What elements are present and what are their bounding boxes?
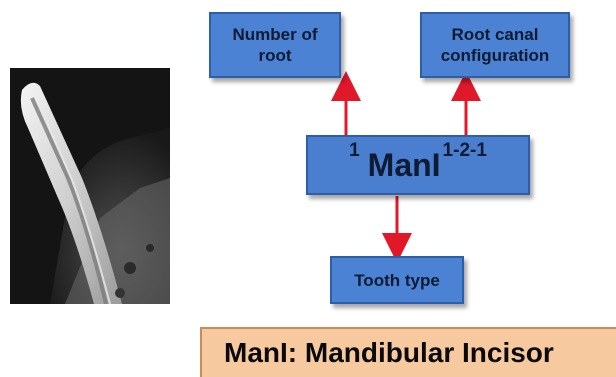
tooth-type-label: Tooth type — [354, 270, 440, 291]
tooth-code-box: 1 ManI 1-2-1 — [306, 135, 530, 195]
root-canal-configuration-label: Root canal configuration — [441, 24, 550, 66]
root-canal-configuration-box: Root canal configuration — [420, 12, 570, 78]
tooth-type-code: ManI — [368, 147, 441, 184]
root-count-superscript: 1 — [349, 140, 360, 162]
canal-configuration-superscript: 1-2-1 — [443, 140, 487, 162]
abbreviation-legend: ManI: Mandibular Incisor — [200, 327, 616, 377]
tooth-type-box: Tooth type — [330, 256, 464, 304]
legend-text: ManI: Mandibular Incisor — [224, 337, 554, 369]
number-of-root-label: Number of root — [233, 24, 318, 66]
number-of-root-box: Number of root — [209, 12, 341, 78]
